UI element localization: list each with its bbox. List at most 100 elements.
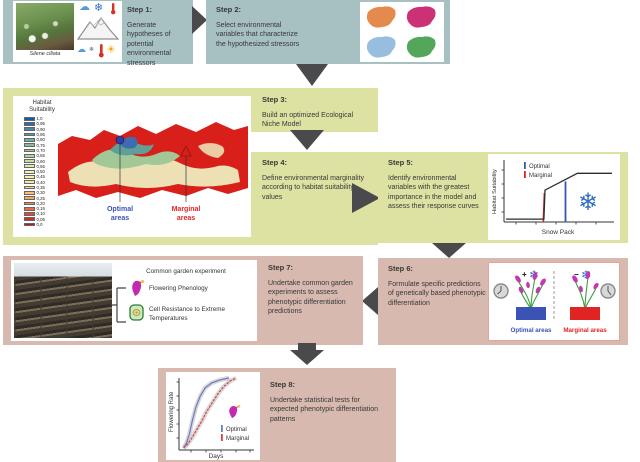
flowering-xlabel: Days xyxy=(209,453,225,460)
step1-box: Silene ciliata ☁ ❄ ☁ ❄ ☀ Step 1: Generat… xyxy=(3,0,193,67)
optimal-legend-tick xyxy=(524,162,526,169)
predictions-panel: + ❄ − ❄ xyxy=(488,262,620,341)
legend-swatch xyxy=(24,148,35,153)
legend-row: 0,80 xyxy=(24,137,45,142)
optimal-plant xyxy=(515,272,546,320)
legend-value: 0,45 xyxy=(36,174,45,180)
legend-row: 0,0 xyxy=(24,222,45,227)
flowering-chart: Optimal Marginal Flowering Rate Days xyxy=(169,375,254,460)
step6-body: Formulate specific predictions of geneti… xyxy=(388,281,486,307)
step7-text: Step 7: Undertake common garden experime… xyxy=(268,263,358,317)
legend-value: 0,25 xyxy=(36,195,45,201)
snowflake-icon: ❄ xyxy=(578,189,598,216)
axis-ticks xyxy=(501,169,597,225)
step8-body: Undertake statistical tests for expected… xyxy=(270,397,379,423)
step5-title: Step 5: xyxy=(388,158,414,167)
step4-title: Step 4: xyxy=(262,158,288,167)
snowflake-icon: ❄ xyxy=(94,2,104,14)
step6-text: Step 6: Formulate specific predictions o… xyxy=(388,264,486,308)
legend-value: 0,70 xyxy=(36,147,45,153)
axis-ticks xyxy=(176,381,251,453)
legend-row: 0,95 xyxy=(24,121,45,126)
step8-text: Step 8: Undertake statistical tests for … xyxy=(270,380,382,424)
bracket xyxy=(110,287,126,323)
arrow-step3-to-step4 xyxy=(290,130,324,150)
legend-row: 0,40 xyxy=(24,180,45,185)
optimal-areas-pot-label: Optimal areas xyxy=(510,327,552,334)
legend-swatch xyxy=(24,190,35,195)
snow-cloud-icon: ☁ xyxy=(77,44,86,54)
snowpack-chart-panel: Optimal Marginal ❄ Habitat Suitability S… xyxy=(488,154,620,240)
flower-phenology-icon xyxy=(132,279,145,296)
marginal-legend-tick xyxy=(524,171,526,178)
arrow-step7-to-step8 xyxy=(290,350,324,365)
legend-swatch xyxy=(24,185,35,190)
legend-value: 0,55 xyxy=(36,163,45,169)
snowpack-ylabel: Habitat Suitability xyxy=(492,169,498,214)
sun-icon: ☀ xyxy=(106,44,116,56)
legend-row: 0,15 xyxy=(24,206,45,211)
mountain-icon xyxy=(77,16,119,40)
habitat-suitability-title: Habitat Suitability xyxy=(29,100,55,114)
legend-swatch xyxy=(24,116,35,121)
step3-text: Step 3: Build an optimized Ecological Ni… xyxy=(262,95,370,130)
legend-swatch xyxy=(24,132,35,137)
clock-icon-right xyxy=(600,283,616,299)
step5-text: Step 5: Identify environmental variables… xyxy=(388,158,486,212)
legend-row: 0,75 xyxy=(24,142,45,148)
garden-panel: Common garden experiment Flowering Pheno… xyxy=(11,260,257,341)
spain-maps-icon xyxy=(366,6,436,58)
garden-heading: Common garden experiment xyxy=(146,268,226,275)
species-caption: Silene ciliata xyxy=(29,51,61,57)
legend-row: 0,45 xyxy=(24,174,45,179)
legend-row: 0,30 xyxy=(24,190,45,195)
marginal-areas-pot-label: Marginal areas xyxy=(563,327,607,334)
cell-resistance-icon xyxy=(129,304,144,321)
legend-row: 0,20 xyxy=(24,201,45,206)
legend-value: 0,40 xyxy=(36,179,45,185)
legend-value: 0,90 xyxy=(36,126,45,132)
marginal-legend-label: Marginal xyxy=(529,173,552,179)
legend-row: 1,0 xyxy=(24,116,45,121)
step1-title: Step 1: xyxy=(127,5,153,14)
legend-row: 0,55 xyxy=(24,164,45,169)
legend-row: 0,25 xyxy=(24,195,45,201)
legend-value: 0,20 xyxy=(36,200,45,206)
legend-value: 0,50 xyxy=(36,169,45,175)
legend-swatch xyxy=(24,222,35,227)
legend-swatch xyxy=(24,127,35,132)
thermometer2-icon xyxy=(98,44,104,58)
arrow-step7-stem xyxy=(298,343,316,351)
step3-body: Build an optimized Ecological Niche Mode… xyxy=(262,112,354,129)
legend-swatch xyxy=(24,153,35,158)
optimal-legend-label: Optimal xyxy=(529,164,550,170)
arrow-step4-to-step5 xyxy=(352,183,380,213)
legend-value: 0,85 xyxy=(36,132,45,138)
legend-swatch xyxy=(24,122,35,126)
step5-body: Identify environmental variables with th… xyxy=(388,175,479,211)
marginal-ci-band xyxy=(182,375,238,450)
legend-value: 0,0 xyxy=(36,222,43,228)
optimal-legend-label: Optimal xyxy=(226,427,247,433)
arrow-step5-to-step6 xyxy=(432,243,466,258)
optimal-marker xyxy=(115,135,125,145)
legend-value: 0,05 xyxy=(36,216,45,222)
optimal-legend-tick xyxy=(221,425,223,432)
step2-title: Step 2: xyxy=(216,5,242,14)
legend-value: 0,75 xyxy=(36,142,45,148)
cell-resistance-label: Cell Resistance to Extreme Temperatures xyxy=(149,306,225,322)
legend-swatch xyxy=(24,159,35,163)
step6-title: Step 6: xyxy=(388,264,414,273)
legend-swatch xyxy=(24,137,35,142)
step2-text: Step 2: Select environmental variables t… xyxy=(216,5,308,49)
step4-text: Step 4: Define environmental marginality… xyxy=(262,158,370,202)
optimal-pot xyxy=(516,307,546,320)
legend-swatch xyxy=(24,164,35,169)
environmental-maps-panel xyxy=(360,2,444,62)
thermometer-icon xyxy=(111,3,116,15)
terrain-map xyxy=(58,122,248,202)
silene-photo xyxy=(16,3,74,50)
legend-row: 0,35 xyxy=(24,185,45,190)
legend-value: 0,95 xyxy=(36,121,45,127)
